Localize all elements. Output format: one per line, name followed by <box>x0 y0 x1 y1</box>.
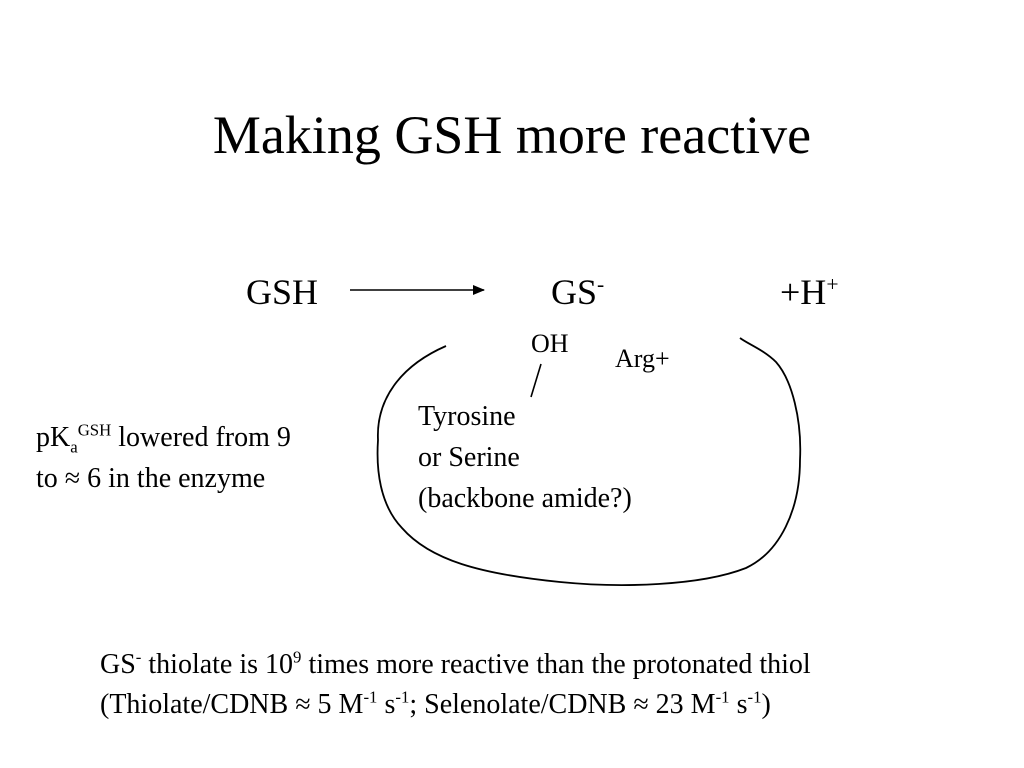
slide-title: Making GSH more reactive <box>212 105 812 165</box>
product-thiolate: GS- <box>551 272 605 312</box>
pka-note-line2: to ≈ 6 in the enzyme <box>36 463 266 494</box>
residue-label-line2: or Serine <box>418 442 520 473</box>
pka-note-line1: pKaGSH lowered from 9 <box>36 420 291 457</box>
arginine-label: Arg+ <box>615 344 670 373</box>
footer-line2: (Thiolate/CDNB ≈ 5 M-1 s-1; Selenolate/C… <box>100 687 771 720</box>
footer-line1: GS- thiolate is 109 times more reactive … <box>100 647 811 680</box>
hydroxyl-label: OH <box>531 329 569 358</box>
hydrogen-bond-line <box>530 363 542 398</box>
residue-label-line3: (backbone amide?) <box>418 483 632 514</box>
enzyme-pocket-outline <box>376 337 802 586</box>
product-proton: +H+ <box>780 272 839 312</box>
residue-label-line1: Tyrosine <box>418 401 516 432</box>
reactant-gsh: GSH <box>246 272 319 312</box>
